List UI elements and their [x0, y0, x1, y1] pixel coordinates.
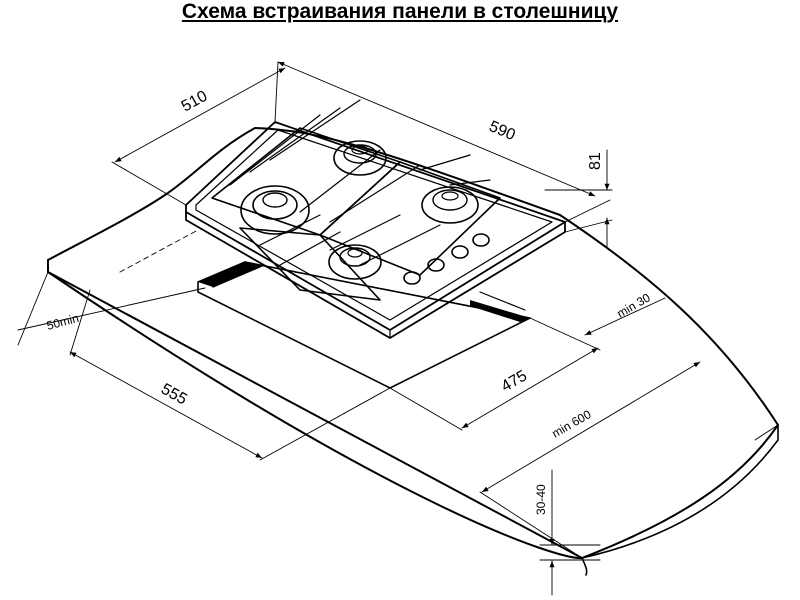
dimension-lines [17, 61, 779, 596]
dim-countertop-depth-label: min 600 [550, 407, 594, 441]
burner-large [240, 185, 310, 235]
dim-back-margin-label: min 30 [615, 290, 653, 320]
control-knob [472, 233, 490, 247]
dim-front-margin-label: 50min [45, 311, 80, 333]
page-title: Схема встраивания панели в столешницу [181, 0, 619, 23]
dim-depth-label: 590 [486, 118, 517, 144]
control-knob [427, 258, 445, 272]
burner-small-front [328, 244, 382, 280]
control-knobs [403, 233, 490, 285]
dim-width-label: 510 [179, 88, 211, 116]
cutout-opening [197, 261, 531, 389]
countertop [47, 127, 779, 576]
dimension-labels: 510 590 81 475 555 50min min 30 min 600 … [45, 88, 653, 515]
dim-cutout-width-label: 555 [158, 381, 190, 409]
control-knob [451, 245, 469, 259]
control-knob [403, 271, 421, 285]
dim-cutout-depth-label: 475 [499, 367, 531, 395]
burner-medium-right [421, 186, 479, 224]
dim-countertop-thickness-label: 30-40 [534, 484, 548, 515]
dim-height-label: 81 [587, 152, 604, 170]
